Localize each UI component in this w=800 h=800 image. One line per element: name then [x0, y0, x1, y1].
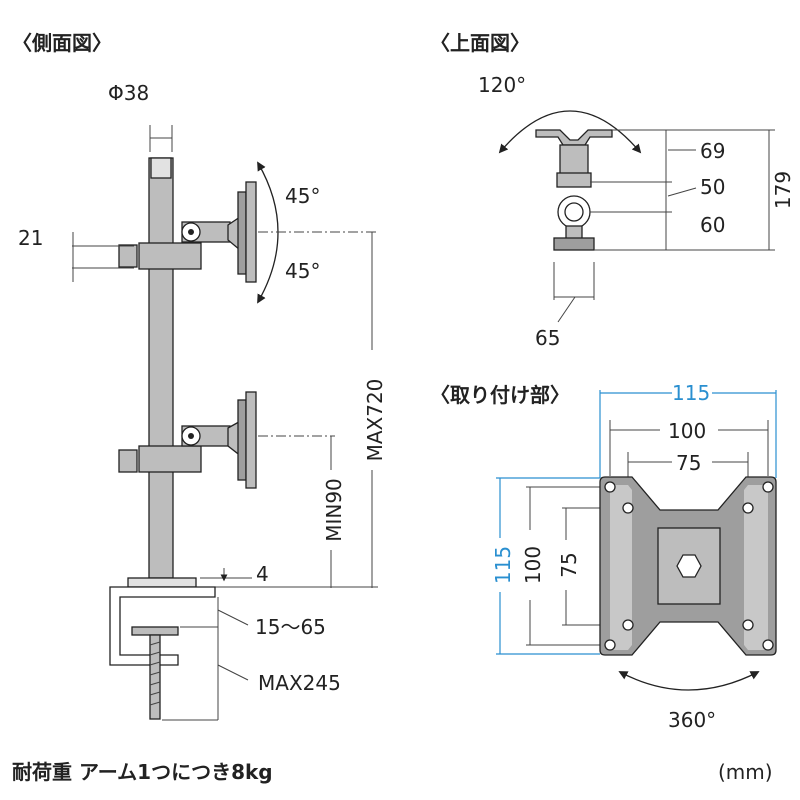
max-height-label: MAX720 [363, 379, 387, 462]
tilt-down-label: 45° [285, 259, 320, 283]
top-knob [553, 237, 595, 251]
mid-width-dimension [609, 420, 769, 476]
min-height-label: MIN90 [322, 478, 346, 542]
width-dimension [553, 262, 595, 300]
hole [742, 619, 754, 631]
inner-height-label: 75 [557, 552, 581, 577]
top-joint [556, 172, 592, 188]
hole [604, 639, 616, 651]
inner-width-dimension [627, 452, 749, 500]
rotation-label: 360° [668, 708, 716, 732]
hole [742, 502, 754, 514]
d69-label: 69 [700, 139, 725, 163]
clamp-body [109, 586, 216, 666]
lower-knob [118, 449, 138, 473]
width-label: 65 [535, 326, 560, 350]
inner-width-label: 75 [676, 451, 701, 475]
clamp-range-lines [180, 597, 219, 720]
upper-arm [118, 181, 257, 283]
upper-monitor-plate [245, 181, 257, 283]
hole [622, 502, 634, 514]
base-plate [127, 577, 197, 588]
hole [604, 481, 616, 493]
tilt-up-label: 45° [285, 184, 320, 208]
lower-monitor-plate [245, 391, 257, 489]
base-thickness-label: 4 [256, 562, 269, 586]
desk-clamp [109, 586, 216, 720]
d50-label: 50 [700, 175, 725, 199]
unit-label: (mm) [718, 760, 773, 784]
knob-offset-dimension [72, 232, 134, 282]
swivel-angle-label: 120° [478, 73, 526, 97]
base-thickness-lines [200, 577, 378, 588]
outer-height-label: 115 [491, 546, 515, 584]
upper-knob [118, 244, 138, 268]
hole [762, 639, 774, 651]
top-view-heading: 〈上面図〉 [430, 31, 530, 55]
swivel-arc [498, 110, 642, 154]
max-depth-label: MAX245 [258, 671, 341, 695]
lower-collar [138, 445, 202, 473]
side-view-heading: 〈側面図〉 [12, 31, 112, 55]
pole-diameter-label: Φ38 [108, 81, 149, 105]
knob-offset-label: 21 [18, 226, 43, 250]
top-view: 〈上面図〉 120° 69 50 60 179 65 [430, 31, 795, 350]
pole-diameter-dimension [149, 125, 173, 152]
upper-collar [138, 242, 202, 270]
mid-height-dimension [526, 486, 608, 646]
inner-height-dimension [562, 507, 628, 626]
lower-vesa-plate [237, 399, 247, 481]
rotation-arc [618, 671, 760, 691]
total-length-label: 179 [771, 171, 795, 209]
clamp-range-label: 15〜65 [255, 615, 326, 639]
clamp-screw [149, 634, 161, 720]
outer-width-label: 115 [672, 381, 710, 405]
mid-height-label: 100 [521, 546, 545, 584]
pole [148, 157, 174, 579]
mount-heading: 〈取り付け部〉 [430, 383, 570, 407]
hole [622, 619, 634, 631]
outer-height-dimension [496, 477, 600, 655]
load-capacity-text: 耐荷重 アーム1つにつき8kg [12, 760, 273, 784]
upper-vesa-plate [237, 191, 247, 275]
outer-width-dimension [599, 390, 777, 478]
top-dimension-lines [590, 129, 775, 251]
lower-arm [118, 391, 257, 489]
side-view: 〈側面図〉 Φ38 45° 45° 21 [12, 31, 387, 721]
d60-label: 60 [700, 213, 725, 237]
mid-width-label: 100 [668, 419, 706, 443]
clamp-pad [131, 626, 179, 636]
hex-bolt [676, 554, 702, 578]
mount-view: 〈取り付け部〉 115 100 75 115 100 75 360° [430, 381, 777, 732]
pole-cap [150, 157, 172, 179]
top-bracket [535, 129, 613, 146]
hole [762, 481, 774, 493]
